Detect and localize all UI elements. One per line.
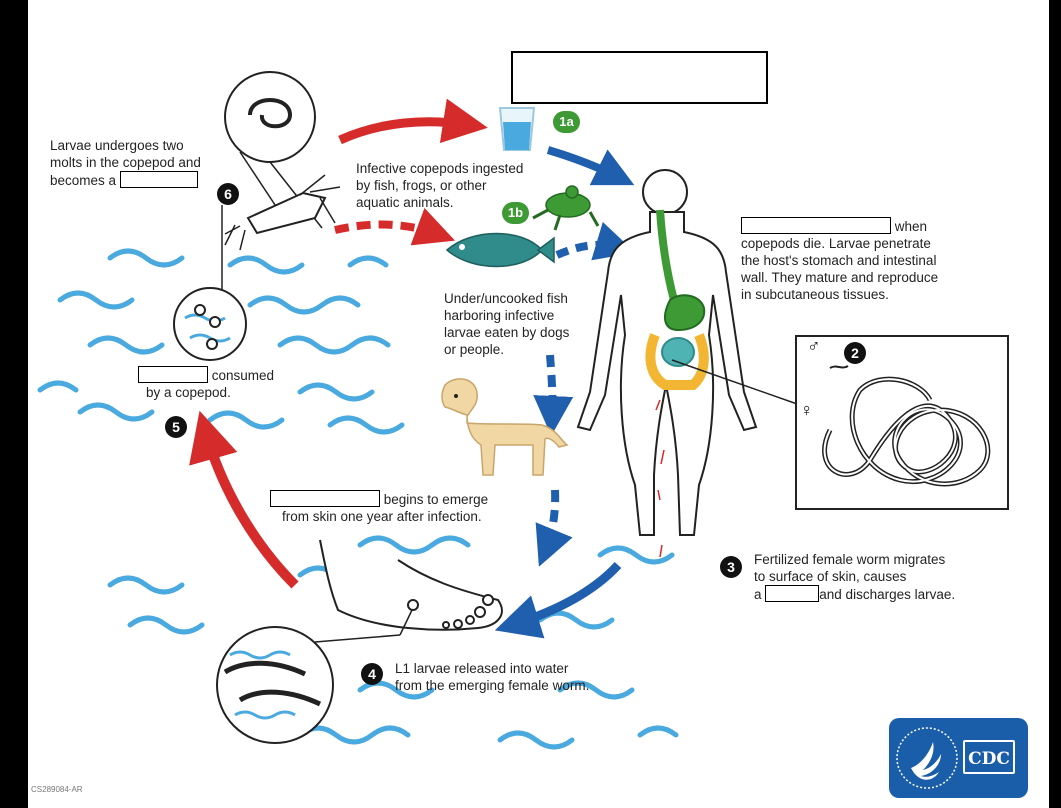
cdc-logo: CDC [889,718,1028,798]
frog-icon [532,185,600,231]
red-arrow-copepod-to-water [338,98,488,145]
emergence-text: begins to emerge from skin one year afte… [270,490,488,525]
blue-arrow-water-to-human [546,146,635,186]
step1b-marker: 1b [502,202,529,224]
step4-text: L1 larvae released into water from the e… [395,661,590,693]
step6-text: Larvae undergoes two molts in the copepo… [50,138,201,188]
hhs-eagle-icon [896,727,958,789]
fish-icon [445,232,555,268]
step3-text: Fertilized female worm migrates to surfa… [754,552,956,602]
water-waves-left [37,248,405,435]
blue-arrow-human-to-foot [494,561,622,639]
blank-label-box-top [511,51,768,104]
host-infection-text: when copepods die. Larvae penetrate the … [741,217,939,302]
step1a-marker: 1a [553,111,580,133]
step2-marker: 2 [844,342,866,364]
step5-text: consumed by a copepod. [138,366,274,401]
blank-label-box [119,171,198,188]
human-figure [576,169,758,536]
blue-dashed-arrow-fish-to-human [555,221,636,261]
larvae-in-water-zoom [216,626,401,744]
blank-label-box [741,217,891,234]
copepods-in-water-zoom [173,205,247,361]
blank-label-box [765,585,820,602]
step5-marker: 5 [165,416,187,438]
red-arrow-foot-to-water [189,410,299,589]
water-glass-icon [498,107,536,151]
dog-icon [441,378,569,476]
blue-dashed-arrow-dog-to-foot [535,489,573,567]
right-border [1049,0,1061,808]
blue-dashed-arrow-to-dog [533,354,574,436]
cdc-wordmark: CDC [963,740,1015,774]
leg-worm-marks [655,399,665,558]
male-symbol-icon: ♂ [807,336,821,356]
step6-marker: 6 [217,183,239,205]
copepod [224,174,341,251]
left-border [0,0,28,808]
blank-label-box [138,366,208,383]
foot-illustration [319,539,503,636]
female-symbol-icon: ♀ [800,400,814,420]
step1a-text: Infective copepods ingested by fish, fro… [356,161,524,210]
fish-consumption-text: Under/uncooked fish harboring infective … [444,291,570,357]
red-dashed-arrow-to-fish [334,207,456,246]
step3-marker: 3 [720,556,742,578]
figure-code: CS289084-AR [31,785,83,794]
adult-worms-box [795,335,1009,510]
blank-label-box [270,490,380,507]
step4-marker: 4 [361,663,383,685]
digestive-tract [645,209,801,406]
